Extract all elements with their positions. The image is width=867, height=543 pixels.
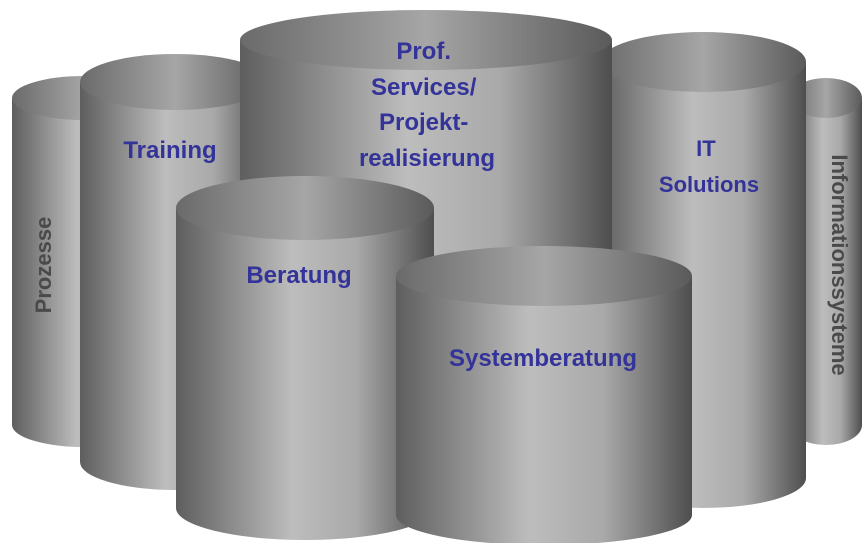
prof-services-line-4: realisierung bbox=[359, 145, 495, 172]
training-label: Training bbox=[123, 137, 216, 164]
cylinder-informationssysteme: Informationssysteme bbox=[790, 78, 862, 445]
systemberatung-label: Systemberatung bbox=[449, 345, 637, 372]
prof-services-line-2: Services/ bbox=[371, 74, 477, 101]
prof-services-line-1: Prof. bbox=[396, 38, 451, 65]
prof-services-line-3: Projekt- bbox=[379, 109, 468, 136]
cylinder-beratung: Beratung bbox=[176, 176, 434, 540]
beratung-label: Beratung bbox=[246, 262, 351, 289]
informationssysteme-label: Informationssysteme bbox=[827, 154, 852, 375]
prof-services-label: Prof. Services/ Projekt- realisierung bbox=[359, 38, 495, 172]
it-solutions-line-2: Solutions bbox=[659, 172, 759, 197]
it-solutions-label: IT Solutions bbox=[659, 136, 759, 197]
it-solutions-line-1: IT bbox=[696, 136, 716, 161]
cylinder-systemberatung: Systemberatung bbox=[396, 246, 692, 543]
prozesse-label: Prozesse bbox=[31, 217, 56, 314]
